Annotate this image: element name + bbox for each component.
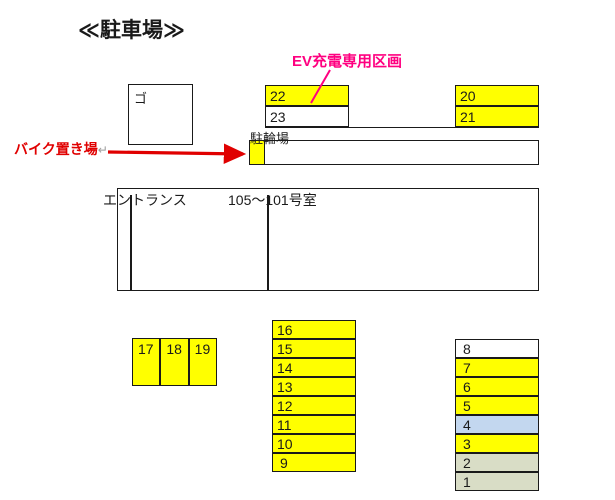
rooms-range-label: 105～101号室: [228, 192, 317, 208]
parking-stall-2[interactable]: 2: [455, 453, 539, 472]
trash-area-label: ゴ: [134, 91, 148, 106]
parking-stall-7[interactable]: 7: [455, 358, 539, 377]
stall-number: 4: [463, 416, 471, 433]
stall-number: 2: [463, 454, 471, 471]
bicycle-parking-band: [249, 140, 539, 165]
stall-number: 17: [138, 341, 154, 357]
stall-number: 11: [277, 416, 292, 433]
parking-stall-16[interactable]: 16: [272, 320, 356, 339]
stall-number: 23: [270, 108, 286, 125]
stall-number: 21: [460, 108, 476, 125]
parking-stall-19[interactable]: 19: [188, 338, 217, 386]
stall-number: 10: [277, 435, 293, 452]
ev-charging-label: EV充電専用区画: [292, 53, 403, 70]
stall-number: 5: [463, 397, 471, 414]
stall-number: 1: [463, 473, 471, 490]
building-divider-left: [130, 195, 132, 291]
parking-stall-1[interactable]: 1: [455, 472, 539, 491]
stall-number: 19: [194, 341, 211, 357]
parking-stall-6[interactable]: 6: [455, 377, 539, 396]
stall-number: 7: [463, 359, 471, 376]
parking-stall-21[interactable]: 21: [455, 106, 539, 127]
parking-column-8-1: 8 7 6 5 4 3 2 1: [455, 339, 539, 491]
stall-number: 13: [277, 378, 293, 395]
parking-stall-18[interactable]: 18: [160, 338, 189, 386]
parking-stall-5[interactable]: 5: [455, 396, 539, 415]
stall-number: 3: [463, 435, 471, 452]
stall-number: 18: [166, 341, 182, 357]
parking-stall-22[interactable]: 22: [265, 85, 349, 106]
parking-stall-11[interactable]: 11: [272, 415, 356, 434]
parking-column-16-9: 16 15 14 13 12 11 10 9: [272, 320, 356, 472]
stall-number: 22: [270, 87, 286, 104]
bike-parking-label-text: バイク置き場: [14, 141, 98, 157]
parking-stall-4[interactable]: 4: [455, 415, 539, 434]
paragraph-mark-icon: ↵: [97, 143, 108, 157]
parking-stall-23[interactable]: 23: [265, 106, 349, 127]
page-title: ≪駐車場≫: [78, 19, 185, 42]
building-block: [117, 188, 539, 291]
stall-number: 6: [463, 378, 471, 395]
bicycle-parking-label: 駐輪場: [250, 131, 290, 146]
parking-stall-12[interactable]: 12: [272, 396, 356, 415]
entrance-label: エントランス: [103, 192, 187, 208]
stall-number: 16: [277, 321, 293, 338]
stall-number: 20: [460, 87, 476, 104]
parking-stall-9[interactable]: 9: [272, 453, 356, 472]
motorbike-stall[interactable]: [249, 140, 265, 165]
trash-area-box: [128, 84, 193, 145]
stall-number: 9: [280, 454, 288, 471]
driveway-divider: [265, 127, 539, 128]
bike-parking-label: バイク置き場↵: [14, 139, 108, 159]
parking-stall-15[interactable]: 15: [272, 339, 356, 358]
parking-row-17-19: 17 18 19: [132, 338, 217, 386]
building-divider-right: [267, 195, 269, 291]
stall-number: 15: [277, 340, 293, 357]
stall-number: 12: [277, 397, 293, 414]
parking-stall-8[interactable]: 8: [455, 339, 539, 358]
parking-stall-3[interactable]: 3: [455, 434, 539, 453]
bike-arrow: [107, 143, 247, 164]
parking-stall-14[interactable]: 14: [272, 358, 356, 377]
parking-stall-20[interactable]: 20: [455, 85, 539, 106]
parking-stall-13[interactable]: 13: [272, 377, 356, 396]
parking-stall-10[interactable]: 10: [272, 434, 356, 453]
parking-stall-17[interactable]: 17: [132, 338, 161, 386]
stall-number: 8: [463, 340, 471, 357]
stall-number: 14: [277, 359, 293, 376]
